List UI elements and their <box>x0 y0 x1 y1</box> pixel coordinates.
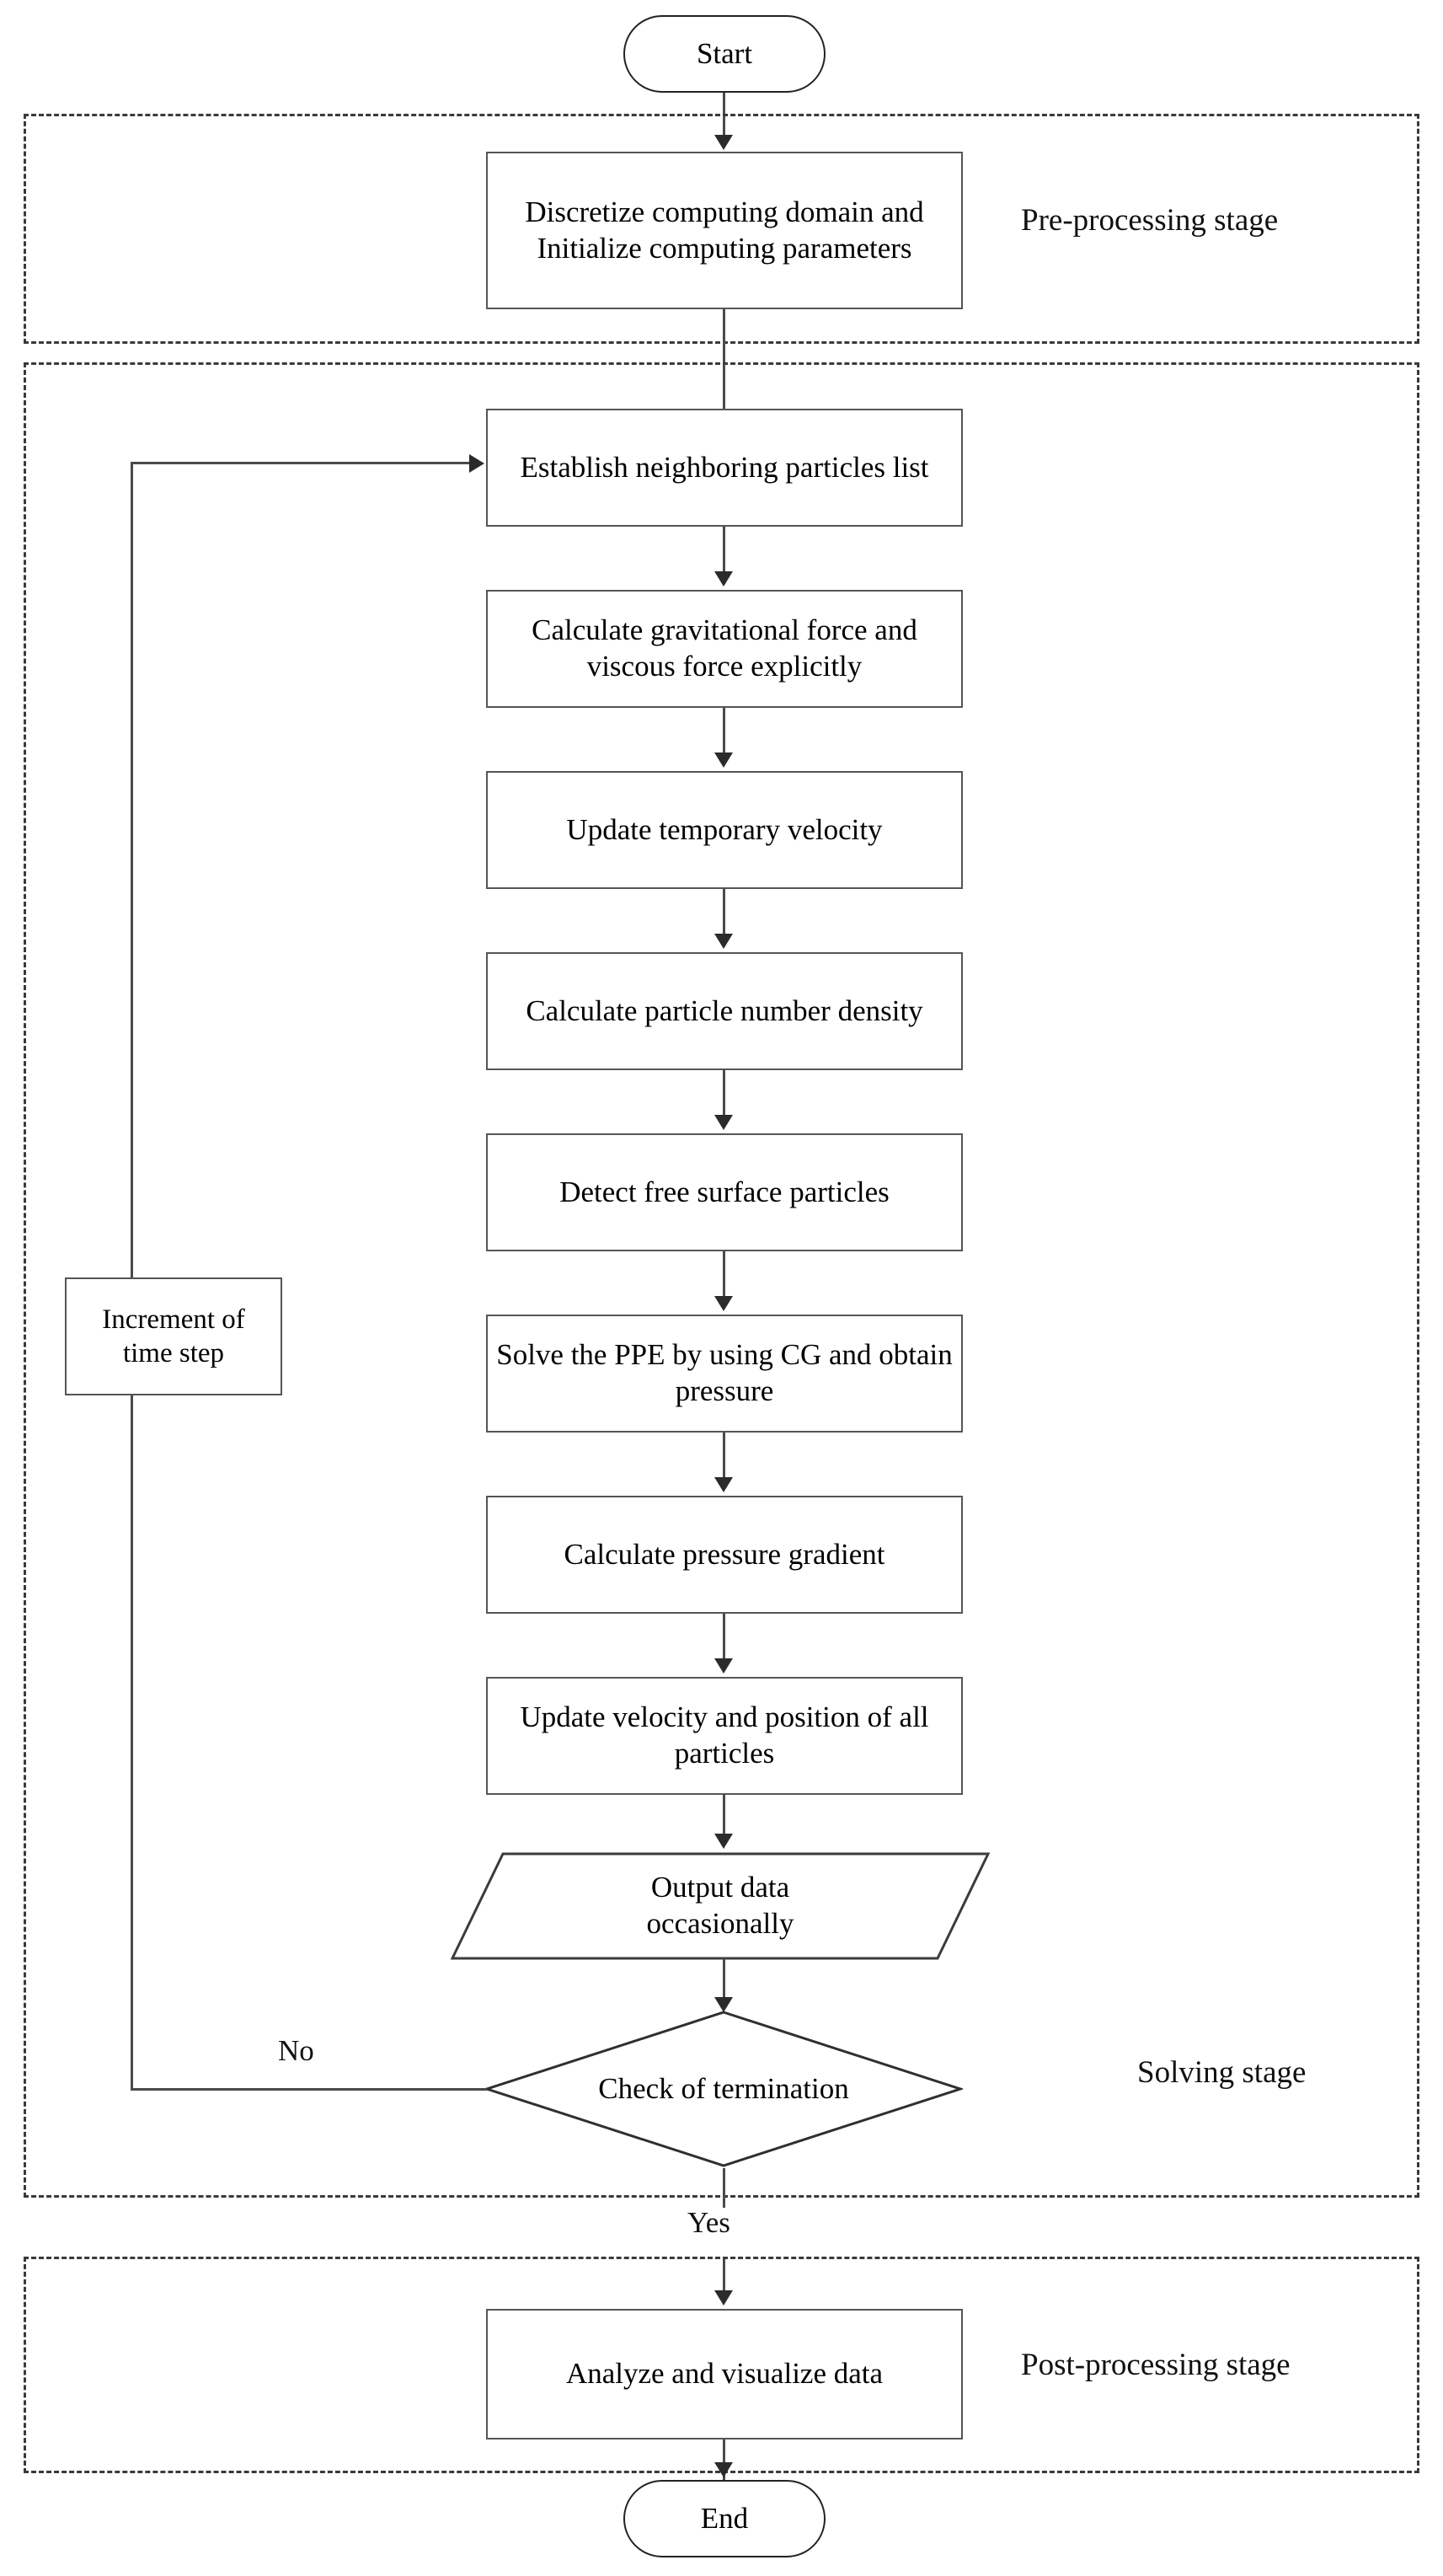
edge-discretize-to-neighbor-list <box>723 309 725 444</box>
process-solve-ppe[interactable]: Solve the PPE by using CG and obtain pre… <box>486 1315 963 1433</box>
terminator-end[interactable]: End <box>623 2480 826 2557</box>
process-analyze-label: Analyze and visualize data <box>565 2357 884 2391</box>
edge-pressure-gradient-to-update <box>723 1614 725 1663</box>
arrowhead-yes-to-analyze <box>714 2290 733 2306</box>
io-output-data-text: Output data occasionally <box>451 1852 990 1960</box>
edge-label-no: No <box>278 2034 314 2067</box>
arrowhead-update-to-output <box>714 1834 733 1849</box>
edge-yes-branch-upper <box>723 2168 725 2208</box>
decision-check-termination-label: Check of termination <box>598 2072 849 2105</box>
stage-label-solving: Solving stage <box>1137 2055 1307 2090</box>
edge-yes-branch-lower <box>723 2257 725 2299</box>
process-increment-time-step-line2: time step <box>122 1338 225 1368</box>
process-particle-number-density-label: Calculate particle number density <box>526 993 923 1027</box>
process-solve-ppe-label: Solve the PPE by using CG and obtain pre… <box>496 1338 953 1407</box>
process-neighbor-list-label: Establish neighboring particles list <box>520 450 929 484</box>
process-neighbor-list[interactable]: Establish neighboring particles list <box>486 409 963 527</box>
process-increment-time-step-line1: Increment of <box>102 1304 245 1335</box>
arrowhead-temp-velocity-to-density <box>714 934 733 949</box>
edge-neighbor-to-gravity <box>723 527 725 576</box>
arrowhead-pressure-gradient-to-update <box>714 1658 733 1674</box>
process-discretize-label: Discretize computing domain and Initiali… <box>525 195 924 265</box>
process-gravity-viscous[interactable]: Calculate gravitational force and viscou… <box>486 590 963 708</box>
arrowhead-free-surface-to-ppe <box>714 1296 733 1311</box>
process-increment-time-step-label: Increment of time step <box>95 1303 252 1371</box>
arrowhead-start-to-discretize <box>714 135 733 150</box>
arrowhead-output-to-decision <box>714 1997 733 2012</box>
edge-gravity-to-temp-velocity <box>723 708 725 757</box>
io-output-data-line2: occasionally <box>646 1907 794 1940</box>
arrowhead-density-to-free-surface <box>714 1115 733 1130</box>
stage-region-pre-processing <box>24 114 1419 344</box>
process-gravity-viscous-label: Calculate gravitational force and viscou… <box>532 613 917 683</box>
io-output-data[interactable]: Output data occasionally <box>451 1852 990 1960</box>
process-discretize[interactable]: Discretize computing domain and Initiali… <box>486 152 963 309</box>
process-pressure-gradient[interactable]: Calculate pressure gradient <box>486 1496 963 1614</box>
arrowhead-ppe-to-pressure-gradient <box>714 1477 733 1492</box>
process-particle-number-density[interactable]: Calculate particle number density <box>486 952 963 1070</box>
stage-region-solving <box>24 362 1419 2198</box>
stage-label-pre-processing: Pre-processing stage <box>1021 203 1279 238</box>
edge-no-branch-horizontal <box>131 2088 487 2091</box>
terminator-start-label: Start <box>696 37 753 70</box>
edge-density-to-free-surface <box>723 1070 725 1119</box>
decision-check-termination-shape <box>484 2011 963 2167</box>
process-analyze[interactable]: Analyze and visualize data <box>486 2309 963 2439</box>
process-temp-velocity-label: Update temporary velocity <box>566 812 883 846</box>
edge-output-to-decision <box>723 1958 725 2002</box>
edge-no-branch-return-horizontal <box>131 462 471 464</box>
terminator-start[interactable]: Start <box>623 15 826 93</box>
decision-check-termination[interactable]: Check of termination <box>484 2010 963 2168</box>
process-update-velocity-position-label: Update velocity and position of all part… <box>520 1700 929 1770</box>
io-output-data-shape <box>451 1852 990 1960</box>
arrowhead-analyze-to-end <box>714 2462 733 2477</box>
arrowhead-gravity-to-temp-velocity <box>714 752 733 768</box>
edge-ppe-to-pressure-gradient <box>723 1433 725 1481</box>
process-update-velocity-position[interactable]: Update velocity and position of all part… <box>486 1677 963 1795</box>
io-output-data-line1: Output data <box>650 1871 790 1904</box>
stage-label-post-processing: Post-processing stage <box>1021 2348 1291 2382</box>
edge-temp-velocity-to-density <box>723 889 725 938</box>
edge-no-branch-vertical <box>131 462 133 2091</box>
process-temp-velocity[interactable]: Update temporary velocity <box>486 771 963 889</box>
edge-update-to-output <box>723 1795 725 1839</box>
edge-free-surface-to-ppe <box>723 1251 725 1300</box>
process-pressure-gradient-label: Calculate pressure gradient <box>564 1537 885 1571</box>
arrowhead-no-branch-to-neighbor-list <box>469 454 484 473</box>
process-free-surface[interactable]: Detect free surface particles <box>486 1133 963 1251</box>
process-increment-time-step[interactable]: Increment of time step <box>65 1277 282 1395</box>
process-free-surface-label: Detect free surface particles <box>559 1175 890 1208</box>
terminator-end-label: End <box>700 2502 749 2535</box>
arrowhead-neighbor-to-gravity <box>714 571 733 586</box>
edge-label-yes: Yes <box>687 2206 730 2239</box>
